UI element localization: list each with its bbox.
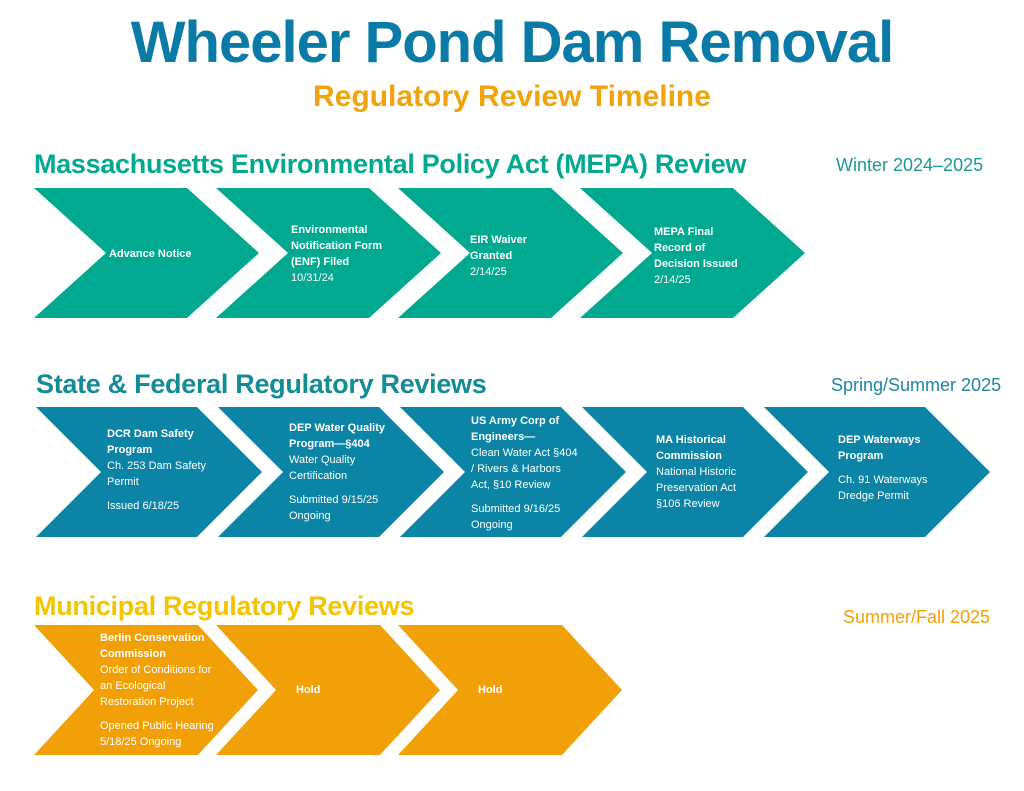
step-detail: Clean Water Act §404 / Rivers & Harbors … — [471, 447, 578, 491]
step-status: Ongoing — [471, 519, 513, 531]
page-title: Wheeler Pond Dam Removal — [130, 10, 894, 75]
section-period-mepa: Winter 2024–2025 — [836, 155, 984, 175]
chevron-fill — [398, 188, 623, 318]
step-status: Submitted 9/15/25 — [289, 494, 379, 506]
chevron-fill — [764, 407, 990, 537]
section-title-municipal: Municipal Regulatory Reviews — [34, 591, 415, 621]
timeline-step: EIR Waiver Granted 2/14/25 — [470, 232, 571, 280]
chevron-fill — [34, 625, 258, 755]
section-period-state-federal: Spring/Summer 2025 — [831, 375, 1002, 395]
section-title-state-federal: State & Federal Regulatory Reviews — [36, 369, 487, 399]
step-detail: Ch. 253 Dam Safety Permit — [107, 460, 207, 488]
chevron-shape — [398, 625, 622, 755]
chevron-shape — [398, 188, 623, 318]
chevron-fill — [580, 188, 805, 318]
step-status: Ch. 91 Waterways Dredge Permit — [838, 474, 928, 502]
page-subtitle: Regulatory Review Timeline — [313, 80, 711, 113]
timeline-step: Hold — [478, 682, 582, 698]
timeline-step: US Army Corp of Engineers— Clean Water Ac… — [471, 413, 581, 533]
step-detail: Water Quality Certification — [289, 454, 356, 482]
chevron-shape — [580, 188, 805, 318]
step-title: Hold — [296, 684, 321, 696]
timeline-step: Environmental Notification Form (ENF) Fi… — [291, 222, 389, 286]
step-title: Environmental Notification Form (ENF) Fi… — [291, 224, 383, 268]
step-title: DEP Water Quality Program—§404 — [289, 422, 385, 450]
step-title: DEP Waterways Program — [838, 434, 921, 462]
chevron-shape — [218, 407, 444, 537]
chevron-shape — [36, 407, 262, 537]
step-title: Hold — [478, 684, 503, 696]
step-status: Ongoing — [289, 510, 331, 522]
chevron-fill — [582, 407, 808, 537]
step-title: MEPA Final Record of Decision Issued — [654, 226, 738, 270]
chevron-shape — [400, 407, 626, 537]
step-status: Submitted 9/16/25 — [471, 503, 561, 515]
chevron-shape — [34, 625, 258, 755]
chevron-fill — [218, 407, 444, 537]
timeline-step: MEPA Final Record of Decision Issued 2/14… — [654, 224, 753, 288]
step-detail: Order of Conditions for an Ecological Re… — [100, 664, 212, 708]
chevron-fill — [216, 625, 440, 755]
section-title-mepa: Massachusetts Environmental Policy Act (… — [34, 149, 747, 179]
step-title: MA Historical Commission — [656, 434, 726, 462]
step-title: US Army Corp of Engineers— — [471, 415, 560, 443]
step-status: Issued 6/18/25 — [107, 500, 180, 512]
step-title: Advance Notice — [109, 248, 192, 260]
chevron-fill — [36, 407, 262, 537]
step-detail: 2/14/25 — [470, 266, 507, 278]
chevron-shape — [216, 625, 440, 755]
chevron-fill — [398, 625, 622, 755]
section-period-municipal: Summer/Fall 2025 — [843, 607, 991, 627]
step-title: Berlin Conservation Commission — [100, 632, 205, 660]
step-status: Opened Public Hearing 5/18/25 Ongoing — [100, 720, 214, 748]
chevron-shape — [582, 407, 808, 537]
timeline-step: Hold — [296, 682, 400, 698]
timeline-step: Advance Notice — [109, 246, 207, 262]
step-detail: 2/14/25 — [654, 274, 691, 286]
chevron-fill — [216, 188, 441, 318]
chevron-shape — [764, 407, 990, 537]
step-title: DCR Dam Safety Program — [107, 428, 194, 456]
chevron-shape — [216, 188, 441, 318]
chevron-shape — [34, 188, 259, 318]
chevron-fill — [400, 407, 626, 537]
step-title: EIR Waiver Granted — [470, 234, 528, 262]
step-detail: 10/31/24 — [291, 272, 334, 284]
chevron-fill — [34, 188, 259, 318]
step-detail: National Historic Preservation Act §106 … — [656, 466, 737, 510]
